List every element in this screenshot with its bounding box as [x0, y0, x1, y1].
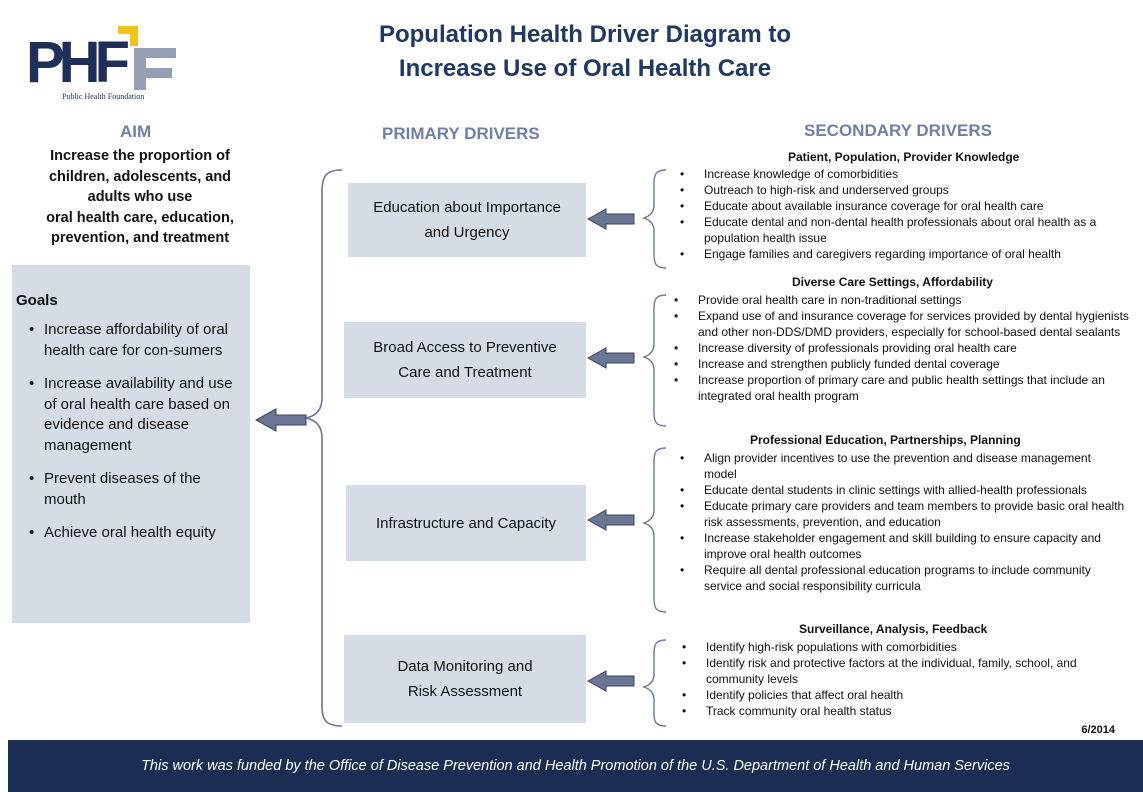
secondary-item: Increase diversity of professionals prov…: [668, 340, 1140, 356]
secondary-brace-2: [641, 294, 667, 427]
logo-letters: PHF: [26, 30, 129, 95]
goal-item: Prevent diseases of the mouth: [14, 469, 246, 510]
secondary-item: Educate dental students in clinic settin…: [674, 482, 1094, 498]
goals-title: Goals: [16, 292, 58, 309]
secondary-item: Educate dental and non-dental health pro…: [674, 214, 1124, 246]
primary-brace: [305, 169, 343, 727]
primary-driver-education: Education about Importance and Urgency: [348, 183, 586, 257]
secondary-item: Require all dental professional educatio…: [674, 562, 1124, 594]
primary-driver-infrastructure: Infrastructure and Capacity: [346, 485, 586, 561]
arrow-to-primary-3: [586, 509, 635, 531]
aim-line: prevention, and treatment: [50, 230, 230, 246]
primary-driver-access: Broad Access to Preventive Care and Trea…: [344, 322, 586, 398]
logo-caption: Public Health Foundation: [62, 92, 145, 101]
secondary-list: Align provider incentives to use the pre…: [674, 450, 1124, 594]
secondary-list: Identify high-risk populations with como…: [676, 639, 1096, 719]
aim-statement: Increase the proportion of children, ado…: [20, 146, 260, 249]
title-line-2: Increase Use of Oral Health Care: [398, 55, 772, 82]
secondary-item: Increase knowledge of comorbidities: [674, 166, 1139, 182]
secondary-brace-4: [641, 639, 667, 727]
secondary-item: Align provider incentives to use the pre…: [674, 450, 1094, 482]
aim-header: AIM: [120, 122, 152, 141]
arrow-to-aim: [254, 408, 307, 432]
goal-item: Increase availability and use of oral he…: [14, 374, 246, 456]
arrow-to-primary-2: [586, 347, 635, 369]
secondary-item: Engage families and caregivers regarding…: [674, 246, 1139, 262]
secondary-heading: Patient, Population, Provider Knowledge: [788, 150, 1020, 164]
secondary-drivers-header: SECONDARY DRIVERS: [804, 121, 992, 140]
logo-gold-accent: [118, 26, 138, 46]
aim-line: adults who use: [87, 189, 193, 205]
secondary-item: Increase proportion of primary care and …: [668, 372, 1128, 404]
funding-footer: This work was funded by the Office of Di…: [8, 740, 1143, 792]
secondary-brace-3: [641, 447, 667, 613]
secondary-item: Increase stakeholder engagement and skil…: [674, 530, 1104, 562]
secondary-item: Identify risk and protective factors at …: [676, 655, 1096, 687]
primary-driver-line: Care and Treatment: [398, 364, 532, 381]
primary-driver-line: Broad Access to Preventive: [373, 339, 557, 356]
secondary-item: Increase and strengthen publicly funded …: [668, 356, 1140, 372]
secondary-heading: Diverse Care Settings, Affordability: [792, 275, 993, 289]
primary-driver-line: Risk Assessment: [407, 683, 523, 700]
title-line-1: Population Health Driver Diagram to: [378, 21, 792, 48]
funding-statement: This work was funded by the Office of Di…: [141, 758, 1010, 774]
secondary-item: Identify policies that affect oral healt…: [676, 687, 1096, 703]
secondary-item: Expand use of and insurance coverage for…: [668, 308, 1140, 340]
secondary-item: Educate primary care providers and team …: [674, 498, 1134, 530]
primary-driver-line: Infrastructure and Capacity: [375, 514, 557, 532]
goal-item: Increase affordability of oral health ca…: [14, 320, 246, 361]
logo-gray-f: [134, 48, 176, 90]
secondary-heading: Surveillance, Analysis, Feedback: [799, 622, 988, 636]
page-title: Population Health Driver Diagram to Incr…: [300, 18, 870, 86]
secondary-item: Provide oral health care in non-traditio…: [668, 292, 1140, 308]
secondary-item: Educate about available insurance covera…: [674, 198, 1139, 214]
secondary-brace-1: [641, 169, 667, 269]
aim-line: Increase the proportion of: [50, 148, 230, 164]
primary-driver-line: Data Monitoring and: [397, 658, 533, 675]
secondary-list: Increase knowledge of comorbidities Outr…: [674, 166, 1139, 262]
secondary-heading: Professional Education, Partnerships, Pl…: [750, 433, 1021, 447]
phf-logo: PHF: [26, 26, 176, 95]
primary-driver-line: Education about Importance: [373, 199, 561, 216]
goals-list: Increase affordability of oral health ca…: [14, 320, 246, 557]
arrow-to-primary-4: [586, 670, 635, 692]
primary-driver-data: Data Monitoring and Risk Assessment: [344, 635, 586, 723]
aim-line: oral health care, education,: [46, 209, 234, 226]
secondary-item: Track community oral health status: [676, 703, 1096, 719]
goal-item: Achieve oral health equity: [14, 523, 246, 544]
secondary-item: Identify high-risk populations with como…: [676, 639, 1096, 655]
date-stamp: 6/2014: [1081, 724, 1115, 736]
secondary-item: Outreach to high-risk and underserved gr…: [674, 182, 1139, 198]
primary-driver-line: and Urgency: [424, 224, 510, 241]
secondary-list: Provide oral health care in non-traditio…: [668, 292, 1140, 404]
aim-line: children, adolescents, and: [48, 168, 232, 185]
arrow-to-primary-1: [586, 208, 635, 230]
primary-drivers-header: PRIMARY DRIVERS: [382, 124, 540, 143]
